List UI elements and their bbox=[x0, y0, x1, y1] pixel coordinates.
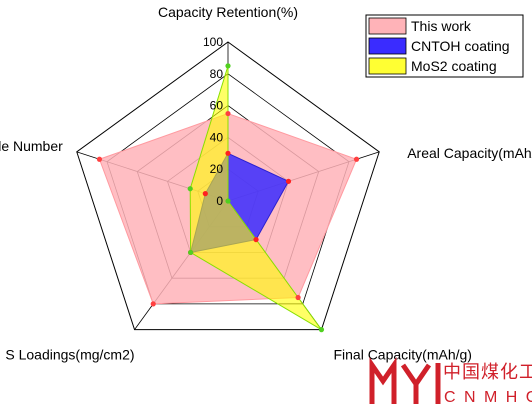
grid-ring-80 bbox=[106, 73, 350, 305]
tick-label-40: 40 bbox=[210, 130, 224, 144]
series-1-point-1 bbox=[285, 178, 292, 184]
axis-label-0: Capacity Retention(%) bbox=[158, 4, 298, 20]
watermark-chinese-text: 中国煤化工 bbox=[443, 362, 532, 382]
tick-label-100: 100 bbox=[203, 35, 223, 49]
series-2-point-0 bbox=[225, 63, 231, 69]
radar-axis-labels: Capacity Retention(%) Areal Capacity(mAh/… bbox=[0, 4, 532, 363]
series-1-point-4 bbox=[202, 191, 208, 197]
series-2-point-2 bbox=[318, 327, 325, 333]
axis-label-3: S Loadings(mg/cm2) bbox=[5, 347, 134, 363]
series-2-point-4 bbox=[187, 186, 193, 192]
radar-series bbox=[96, 63, 360, 333]
legend-swatch-1 bbox=[368, 37, 407, 55]
series-area-2 bbox=[189, 65, 322, 331]
series-0-point-2 bbox=[295, 294, 301, 301]
watermark-english-text: C N M H G bbox=[444, 389, 532, 406]
series-0-point-3 bbox=[150, 301, 156, 307]
cnmhg-logo-icon bbox=[369, 356, 441, 404]
grid-ring-100 bbox=[76, 41, 380, 331]
tick-label-60: 60 bbox=[210, 99, 224, 113]
series-0-point-1 bbox=[353, 156, 360, 162]
legend-label-0: This work bbox=[411, 18, 472, 34]
series-0-point-0 bbox=[225, 110, 231, 117]
tick-label-20: 20 bbox=[210, 162, 224, 176]
legend-label-1: CNTOH coating bbox=[411, 38, 510, 54]
series-2-point-3 bbox=[188, 249, 194, 256]
series-1-point-0 bbox=[225, 150, 231, 156]
legend-label-2: MoS2 coating bbox=[411, 58, 497, 74]
axis-label-2: Final Capacity(mAh/g) bbox=[333, 347, 472, 363]
axis-label-1: Areal Capacity(mAh/cm2) bbox=[407, 145, 532, 161]
axis-label-4: Cycle Number bbox=[0, 138, 63, 154]
series-0-point-4 bbox=[96, 156, 103, 162]
legend-swatch-2 bbox=[368, 57, 407, 75]
series-2-point-1 bbox=[225, 198, 231, 204]
cnmhg-watermark: 中国煤化工 C N M H G bbox=[369, 356, 532, 406]
legend-swatch-0 bbox=[368, 17, 407, 35]
tick-label-80: 80 bbox=[210, 67, 224, 81]
radar-tick-labels: 0 20 40 60 80 100 bbox=[203, 35, 223, 208]
tick-label-0: 0 bbox=[216, 194, 223, 208]
series-1-point-2 bbox=[253, 236, 259, 243]
